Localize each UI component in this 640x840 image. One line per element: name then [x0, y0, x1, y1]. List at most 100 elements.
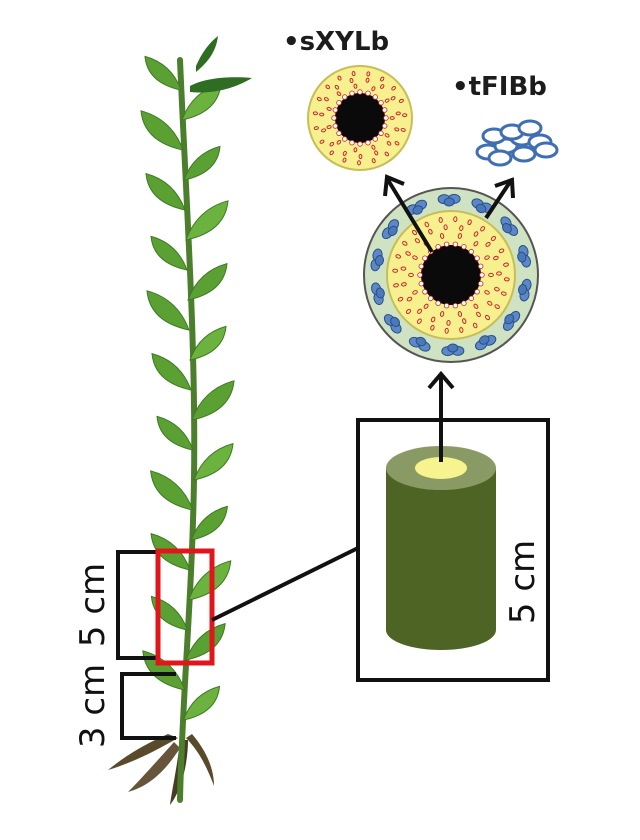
stem-cross-section	[363, 187, 539, 363]
leaf	[156, 415, 194, 451]
vessel	[401, 282, 407, 287]
fiber-bundle	[517, 245, 531, 268]
vessel	[438, 217, 443, 223]
vessel	[393, 283, 399, 288]
vessel	[467, 219, 472, 226]
vessel	[472, 322, 478, 329]
fiber-bundle	[518, 278, 532, 302]
fiber-bundle	[437, 193, 461, 207]
vessel	[428, 228, 433, 235]
vessel	[473, 303, 479, 309]
leaf	[182, 685, 221, 721]
vessel	[408, 272, 414, 278]
vessel	[371, 144, 376, 150]
arrow-to-fiber	[484, 177, 515, 220]
fiber-cell	[412, 205, 424, 215]
boundary-cell	[349, 90, 355, 96]
xylem-section	[307, 65, 413, 171]
boundary-cell	[378, 130, 384, 136]
vessel	[406, 296, 413, 302]
vessel	[380, 84, 385, 89]
vessel	[405, 309, 412, 314]
vessel	[389, 116, 395, 120]
plant-roots	[108, 734, 214, 805]
boundary-cell	[342, 136, 348, 142]
vessel	[326, 106, 332, 111]
vessel	[459, 225, 464, 231]
vessel	[493, 255, 499, 261]
vessel	[312, 111, 318, 116]
vessel	[325, 84, 330, 90]
vessel	[498, 248, 505, 254]
leaf	[190, 505, 228, 541]
fiber-cell	[475, 203, 487, 214]
vessel	[349, 77, 354, 84]
vessel	[484, 290, 490, 295]
sample-region-box	[155, 548, 215, 666]
vessel	[439, 311, 445, 317]
boundary-cell	[474, 255, 480, 261]
vessel	[397, 296, 404, 302]
vessel	[391, 86, 396, 91]
boundary-cell	[418, 281, 424, 287]
vessel	[412, 255, 418, 260]
boundary-cell	[336, 130, 342, 136]
vessel	[319, 112, 325, 117]
leaf	[145, 172, 186, 211]
vessel	[342, 157, 347, 163]
vessel	[353, 83, 358, 89]
boundary-cell	[428, 295, 434, 302]
boundary-cell	[452, 303, 459, 309]
vessel	[394, 127, 400, 132]
fiber-bundle	[471, 198, 494, 214]
leaf	[183, 145, 221, 181]
leaf	[187, 262, 228, 301]
vessel	[390, 96, 396, 101]
vessel	[374, 150, 379, 156]
vessel	[457, 311, 463, 317]
dimension-label-lower: 3 cm	[73, 664, 113, 748]
vessel	[485, 314, 490, 321]
vessel	[473, 241, 479, 247]
vessel	[319, 139, 325, 144]
vessel	[417, 308, 423, 314]
fiber-bundle	[408, 336, 431, 352]
vessel	[494, 287, 500, 292]
vessel	[316, 97, 322, 102]
boundary-cell	[382, 123, 388, 129]
vessel	[484, 255, 490, 260]
leaf	[185, 200, 229, 241]
boundary-cell	[468, 248, 474, 255]
vessel	[400, 127, 406, 132]
fiber-cell	[374, 255, 384, 266]
boundary-cell	[382, 107, 388, 113]
vessel	[380, 76, 385, 82]
fiber-cell	[478, 335, 490, 345]
boundary-cell	[478, 263, 484, 269]
pith-boundary-cells	[417, 241, 485, 309]
vessel	[358, 153, 363, 160]
vessel	[365, 77, 370, 83]
leaf	[146, 290, 190, 331]
boundary-cell	[342, 94, 348, 100]
vessel	[439, 233, 445, 239]
vessel	[423, 303, 429, 309]
vessel	[500, 291, 507, 296]
fiber-bundle	[441, 343, 465, 357]
fiber-cell	[443, 197, 455, 207]
vessel	[473, 231, 479, 237]
boundary-cell	[372, 94, 378, 100]
vessel	[412, 229, 417, 236]
vessel	[395, 111, 401, 116]
boundary-cell	[435, 300, 441, 306]
vessel	[476, 311, 481, 318]
boundary-cell	[378, 99, 384, 106]
leaf	[151, 352, 192, 391]
vessel	[496, 271, 502, 276]
vessel	[321, 128, 327, 133]
vessel	[485, 241, 491, 247]
vessel	[329, 141, 335, 147]
fiber-cell	[502, 222, 512, 234]
plant-stem	[177, 57, 198, 803]
